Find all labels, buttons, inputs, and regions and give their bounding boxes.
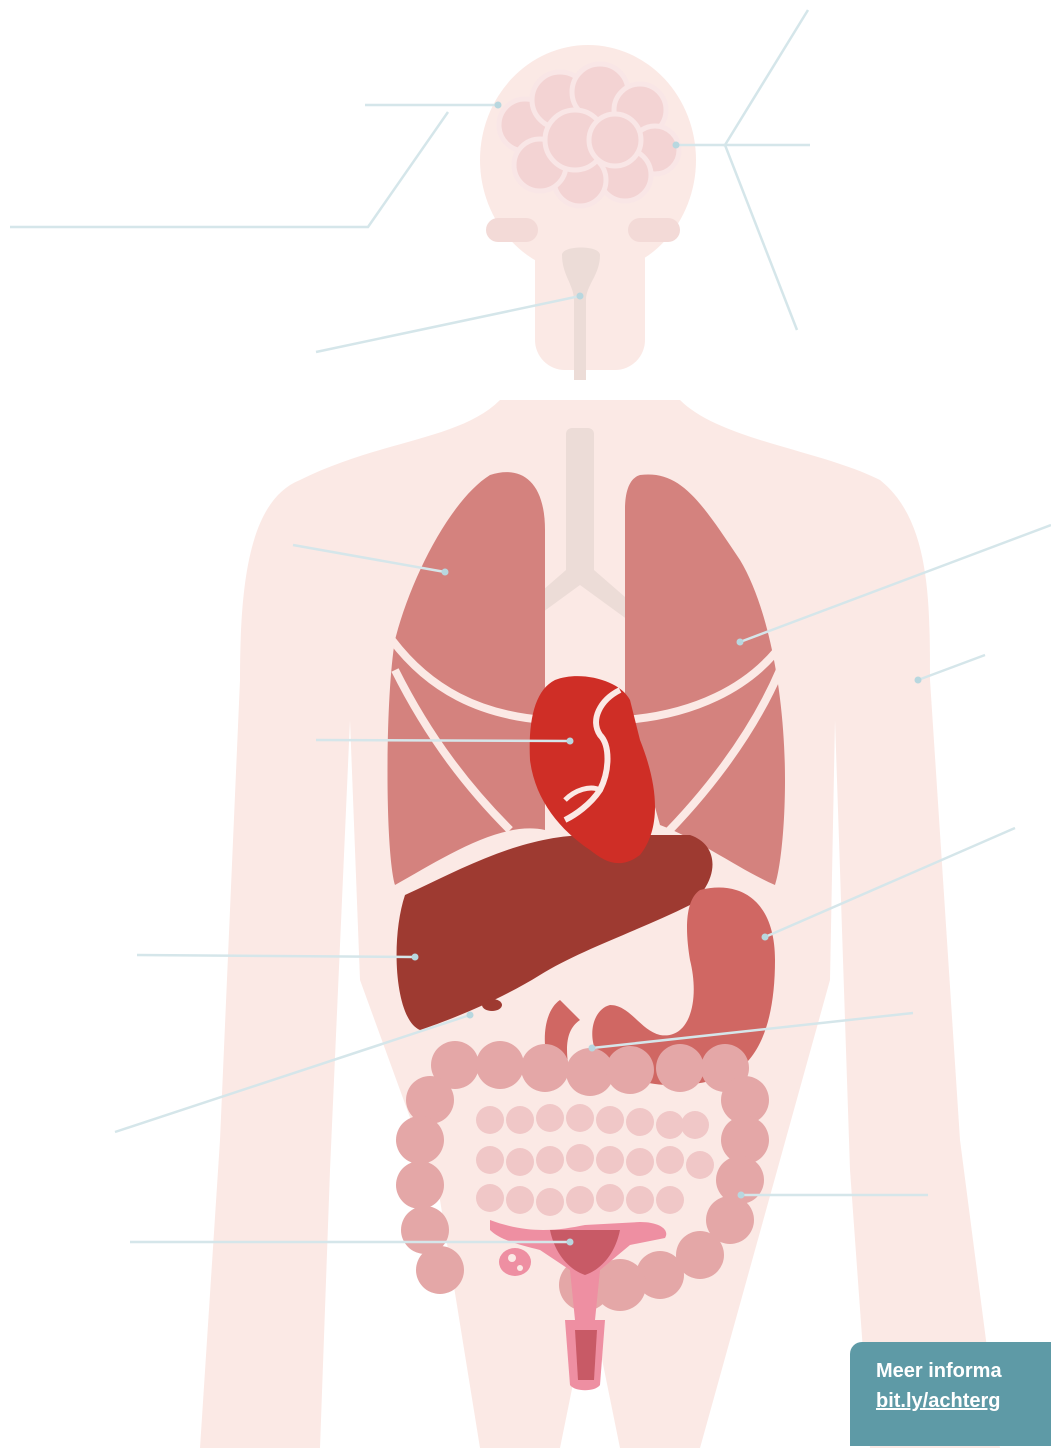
info-box: Meer informa bit.ly/achterg	[850, 1342, 1051, 1446]
info-box-link[interactable]: bit.ly/achterg	[876, 1386, 1051, 1416]
gallbladder	[482, 999, 502, 1011]
info-box-text: Meer informa	[876, 1356, 1051, 1386]
